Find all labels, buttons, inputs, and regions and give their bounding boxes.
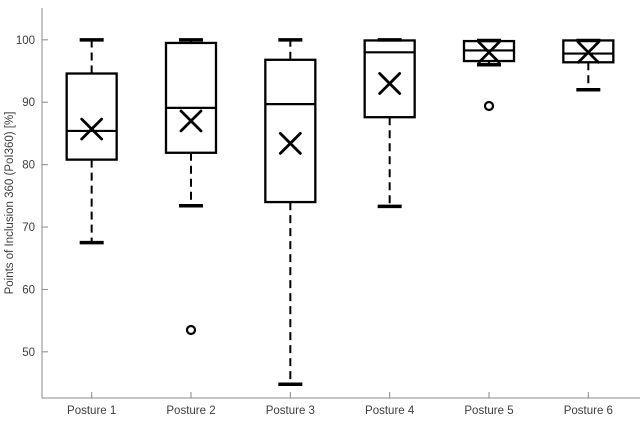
box-group-posture-3 xyxy=(264,38,317,387)
y-tick-label: 90 xyxy=(22,97,35,109)
box-rect xyxy=(562,39,615,64)
box-group-posture-1 xyxy=(65,38,118,245)
x-tick-label: Posture 1 xyxy=(67,405,116,417)
mean-marker xyxy=(576,40,600,64)
mean-marker xyxy=(80,117,104,141)
mean-marker xyxy=(378,72,402,95)
y-tick-label: 50 xyxy=(22,347,35,359)
x-tick-label: Posture 5 xyxy=(464,405,513,417)
x-tick-label: Posture 6 xyxy=(564,405,613,417)
box-rect xyxy=(65,72,118,161)
box-rect xyxy=(164,41,218,154)
box-layer xyxy=(65,38,615,387)
x-tick-label: Posture 3 xyxy=(266,405,315,417)
y-tick-label: 80 xyxy=(22,160,35,172)
box-group-posture-6 xyxy=(562,38,615,92)
y-tick-label: 100 xyxy=(16,35,35,47)
outlier-point xyxy=(483,100,495,112)
box-rect xyxy=(363,39,416,119)
outlier-point xyxy=(185,324,197,336)
box-group-posture-4 xyxy=(363,38,416,209)
box-rect xyxy=(264,58,317,204)
box-group-posture-5 xyxy=(462,38,516,112)
y-tick-label: 70 xyxy=(22,222,35,234)
y-axis-label: Points of Inclusion 360 (PoI360) [%] xyxy=(4,112,16,295)
mean-marker xyxy=(477,40,501,64)
mean-marker xyxy=(179,109,203,133)
x-tick-label: Posture 4 xyxy=(365,405,415,417)
box-group-posture-2 xyxy=(164,38,218,336)
mean-marker xyxy=(278,132,302,155)
y-tick-label: 60 xyxy=(22,284,35,296)
x-tick-label: Posture 2 xyxy=(166,405,215,417)
